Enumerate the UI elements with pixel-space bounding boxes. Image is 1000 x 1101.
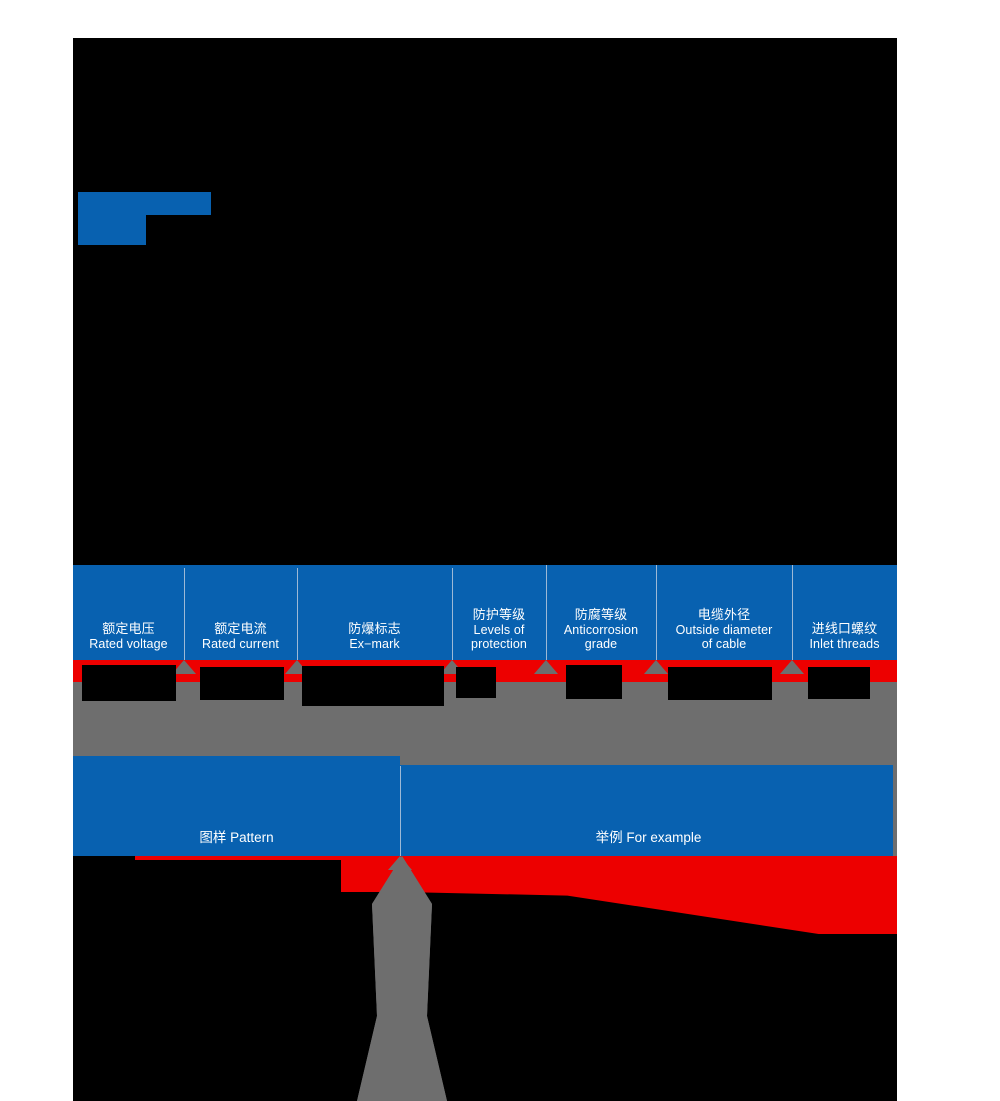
- redacted-bottom-right-notch-e: [662, 938, 718, 972]
- connector-arrow-6-icon: [780, 660, 804, 674]
- redacted-bottom-left-block: [73, 860, 341, 1101]
- header-cell-rated-current-cn: 额定电流: [214, 621, 267, 637]
- legend-gray-right-edge: [893, 756, 897, 856]
- redacted-bottom-right-notch-c: [552, 937, 604, 973]
- redacted-header-step-shadow-1: [546, 534, 656, 556]
- header-cell-rated-current-en: Rated current: [201, 637, 280, 651]
- legend-cell-example-label: 举例 For example: [595, 830, 702, 845]
- redacted-value-1: [82, 665, 176, 701]
- header-cell-rated-voltage-cn: 额定电压: [102, 621, 155, 637]
- redacted-value-7: [808, 667, 870, 699]
- header-divider-3: [452, 568, 453, 660]
- redacted-value-6: [668, 667, 772, 700]
- connector-arrow-4-icon: [534, 660, 558, 674]
- redacted-bottom-left-notch-c: [225, 876, 341, 888]
- redacted-midplate-c: [73, 245, 897, 565]
- header-cell-levels-of-protection[interactable]: 防护等级 Levels of protection: [452, 565, 546, 660]
- header-divider-1: [184, 568, 185, 660]
- redacted-midplate-b: [211, 192, 897, 245]
- redacted-value-5: [566, 665, 622, 699]
- header-cell-ex-mark-cn: 防爆标志: [348, 621, 401, 637]
- header-cell-outside-diameter-of-cable-cn: 电缆外径: [697, 607, 751, 623]
- redacted-value-3: [302, 666, 444, 706]
- header-divider-5: [656, 537, 657, 660]
- header-cell-anticorrosion-grade[interactable]: 防腐等级 Anticorrosion grade: [546, 556, 656, 660]
- header-cell-ex-mark-en: Ex−mark: [349, 637, 400, 651]
- redacted-midplate-a: [73, 38, 897, 192]
- header-cell-anticorrosion-grade-cn: 防腐等级: [574, 607, 628, 623]
- header-cell-inlet-threads-cn: 进线口螺纹: [811, 621, 878, 637]
- redacted-bottom-left-notch-b: [135, 868, 225, 882]
- legend-connector-arrow-icon: [388, 856, 412, 870]
- redacted-midplate-e: [73, 192, 78, 245]
- header-cell-ex-mark[interactable]: 防爆标志 Ex−mark: [297, 565, 452, 660]
- header-label-row: 额定电压 Rated voltage 额定电流 Rated current 防爆…: [73, 534, 897, 660]
- connector-arrow-1-icon: [172, 660, 196, 674]
- pattern-to-example-funnel-overlay-icon: [357, 856, 447, 1101]
- header-divider-2: [297, 568, 298, 660]
- header-cell-inlet-threads-en: Inlet threads: [809, 637, 880, 651]
- redacted-bottom-right-notch-d: [604, 933, 662, 973]
- redacted-bottom-right-notch-f: [718, 933, 780, 973]
- header-cell-levels-of-protection-cn: 防护等级: [472, 607, 526, 623]
- header-cell-rated-voltage-en: Rated voltage: [89, 637, 168, 651]
- header-cell-outside-diameter-of-cable-en: Outside diameter of cable: [675, 623, 773, 651]
- redacted-bottom-left-notch-a: [73, 856, 135, 868]
- legend-divider: [400, 766, 401, 856]
- redacted-bottom-right-notch-b: [488, 933, 552, 973]
- legend-cell-example[interactable]: 举例 For example: [400, 764, 897, 856]
- top-left-blue-block-tail: [78, 215, 146, 245]
- header-divider-4: [546, 559, 547, 660]
- connector-arrow-5-icon: [644, 660, 668, 674]
- legend-cell-pattern[interactable]: 图样 Pattern: [73, 756, 400, 856]
- header-divider-6: [792, 537, 793, 660]
- legend-gray-gap: [400, 756, 897, 765]
- header-cell-rated-voltage[interactable]: 额定电压 Rated voltage: [73, 565, 184, 660]
- redacted-bottom-right-notch-a: [460, 960, 488, 986]
- legend-cell-pattern-label: 图样 Pattern: [199, 830, 274, 845]
- header-cell-anticorrosion-grade-en: Anticorrosion grade: [563, 623, 639, 651]
- redacted-value-4: [456, 667, 496, 698]
- redacted-bottom-right-notch-g: [780, 940, 838, 976]
- header-cell-rated-current[interactable]: 额定电流 Rated current: [184, 565, 297, 660]
- header-cell-levels-of-protection-en: Levels of protection: [471, 623, 527, 651]
- redacted-midplate-d: [146, 215, 211, 245]
- redacted-value-2: [200, 667, 284, 700]
